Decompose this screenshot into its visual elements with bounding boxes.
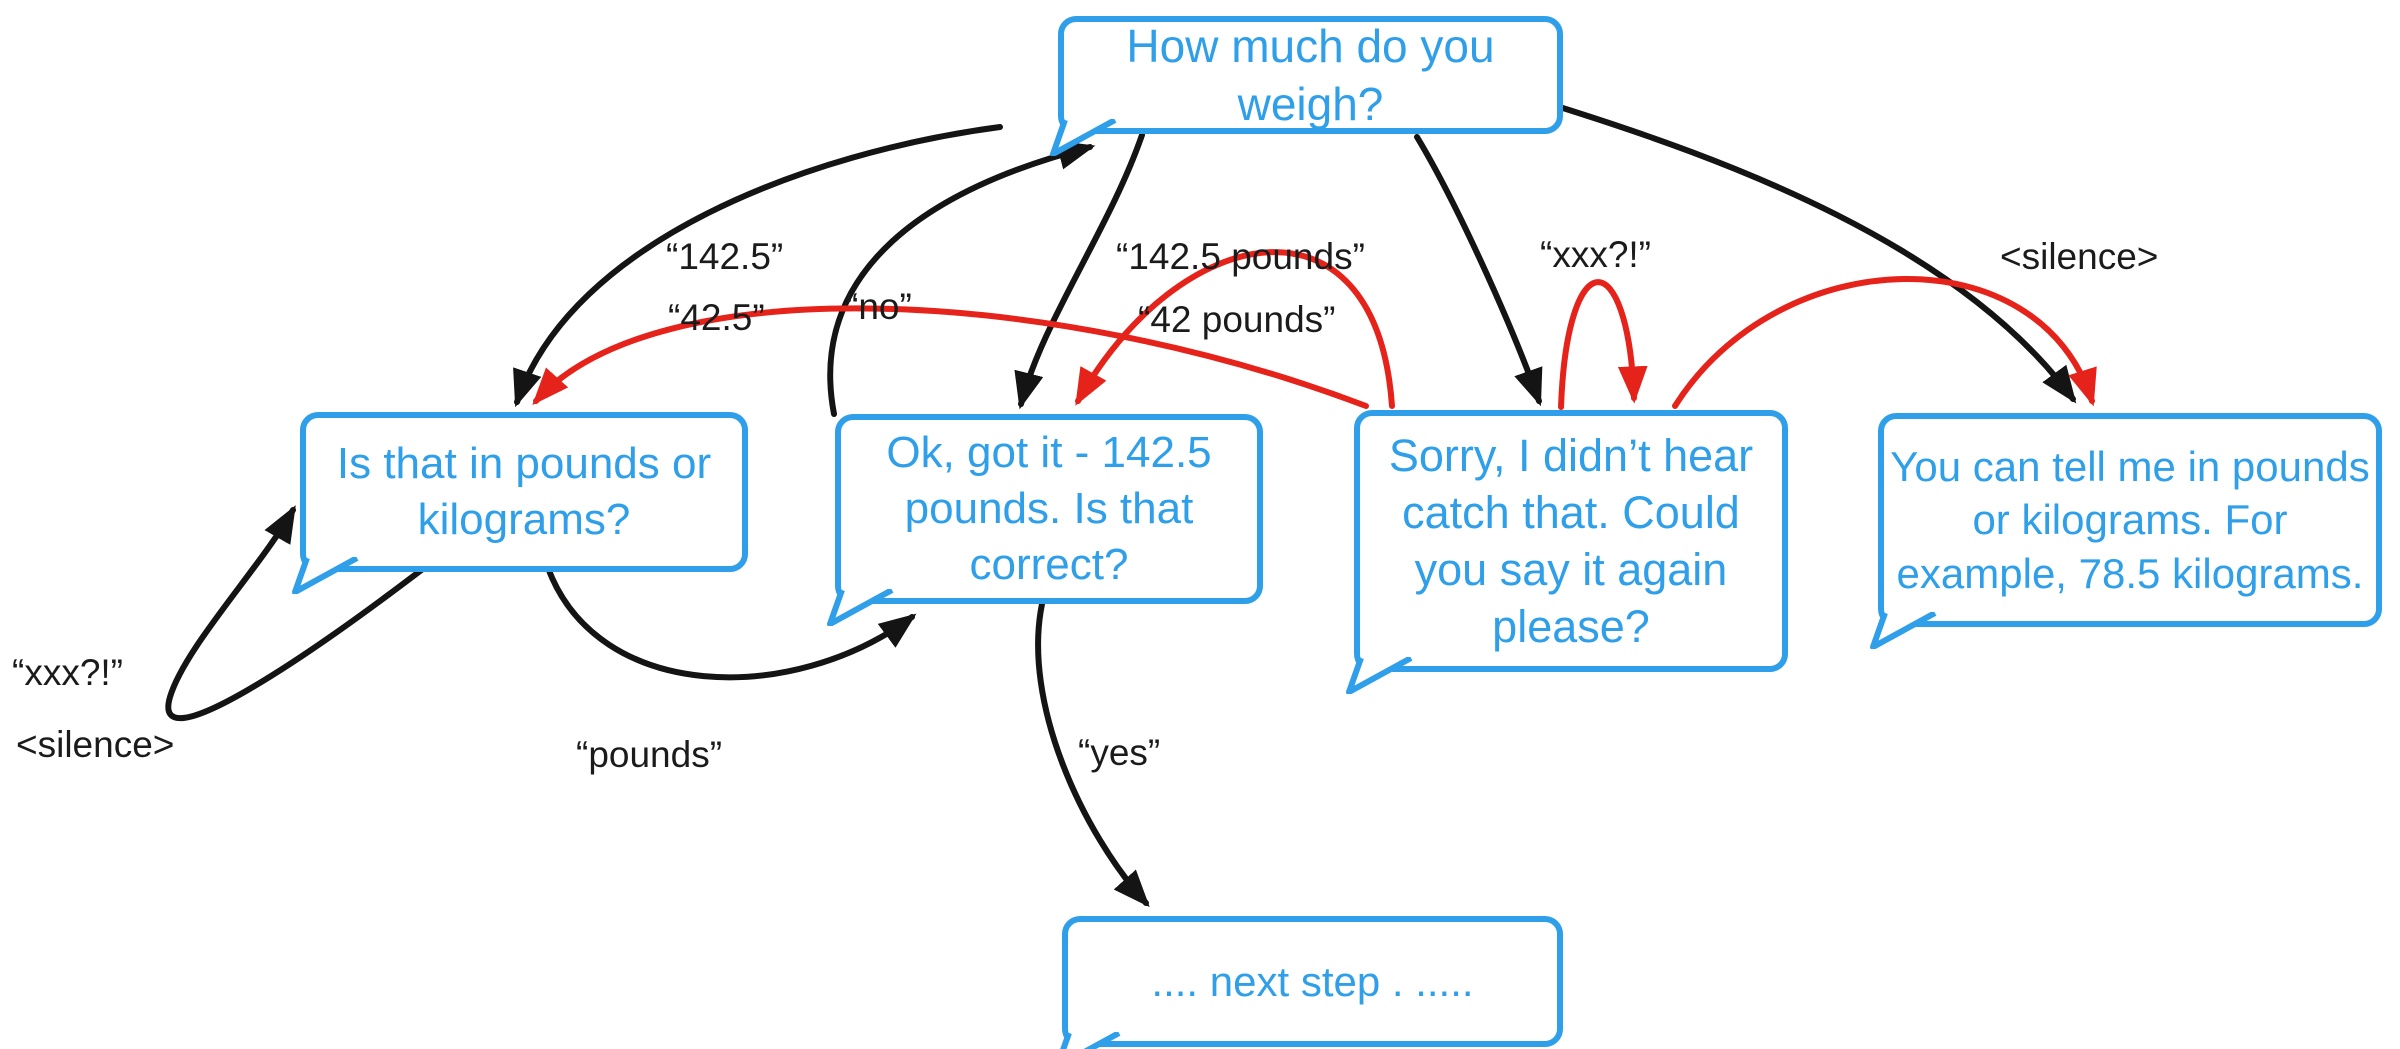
bubble-tail	[827, 589, 894, 626]
node-help-units: You can tell me in pounds or kilograms. …	[1870, 413, 2382, 649]
edge-ask-to-confirm	[1014, 132, 1145, 410]
edge-confirm-to-next	[1035, 601, 1150, 908]
edge-label-142-5-pounds: “142.5 pounds”	[1116, 236, 1365, 277]
bubble-tail	[1346, 657, 1413, 694]
edge-reprompt-to-confirm	[1075, 249, 1395, 409]
node-reprompt: Sorry, I didn’t hear catch that. Could y…	[1346, 410, 1788, 694]
edge-ask-to-reprompt	[1414, 134, 1543, 407]
edge-label-42-5: “42.5”	[668, 297, 765, 338]
node-help-units-text: You can tell me in pounds or kilograms. …	[1890, 443, 2370, 597]
edge-clarify-to-confirm	[545, 565, 917, 681]
edge-label-142-5: “142.5”	[666, 236, 784, 277]
edge-label-xxx-left: “xxx?!”	[12, 652, 123, 693]
bubble-tail	[1870, 612, 1937, 649]
edge-ask-to-clarify	[513, 124, 1003, 408]
edge-label-yes: “yes”	[1078, 732, 1161, 773]
edge-confirm-to-ask	[827, 140, 1096, 417]
node-next-step: .... next step . .....	[1060, 916, 1563, 1049]
edge-label-xxx-top: “xxx?!”	[1540, 234, 1651, 275]
edge-reprompt-self-loop	[1558, 279, 1648, 410]
bubble-tail	[1050, 119, 1117, 156]
bubble-tail	[292, 557, 359, 594]
edge-reprompt-to-help	[1672, 276, 2097, 409]
bubble-tail	[1060, 1032, 1121, 1049]
edge-label-silence-right: <silence>	[2000, 236, 2159, 277]
edge-reprompt-to-clarify	[532, 305, 1369, 409]
edge-label-no: “no”	[846, 286, 912, 327]
edge-label-42-pounds: “42 pounds”	[1138, 299, 1336, 340]
edge-ask-to-help	[1547, 101, 2077, 404]
node-confirm-weight: Ok, got it - 142.5 pounds. Is that corre…	[827, 414, 1263, 626]
node-ask-weight-text: How much do you weigh?	[1126, 19, 1495, 130]
node-ask-weight: How much do you weigh?	[1050, 16, 1563, 156]
node-clarify-unit: Is that in pounds or kilograms?	[292, 412, 748, 594]
edge-clarify-self-loop	[165, 505, 427, 722]
node-confirm-weight-text: Ok, got it - 142.5 pounds. Is that corre…	[886, 428, 1212, 589]
node-next-step-text: .... next step . .....	[1151, 957, 1474, 1005]
node-clarify-unit-text: Is that in pounds or kilograms?	[336, 439, 712, 544]
node-reprompt-text: Sorry, I didn’t hear catch that. Could y…	[1388, 429, 1754, 653]
edge-label-pounds: “pounds”	[576, 734, 723, 775]
edge-label-silence-left: <silence>	[16, 724, 175, 765]
